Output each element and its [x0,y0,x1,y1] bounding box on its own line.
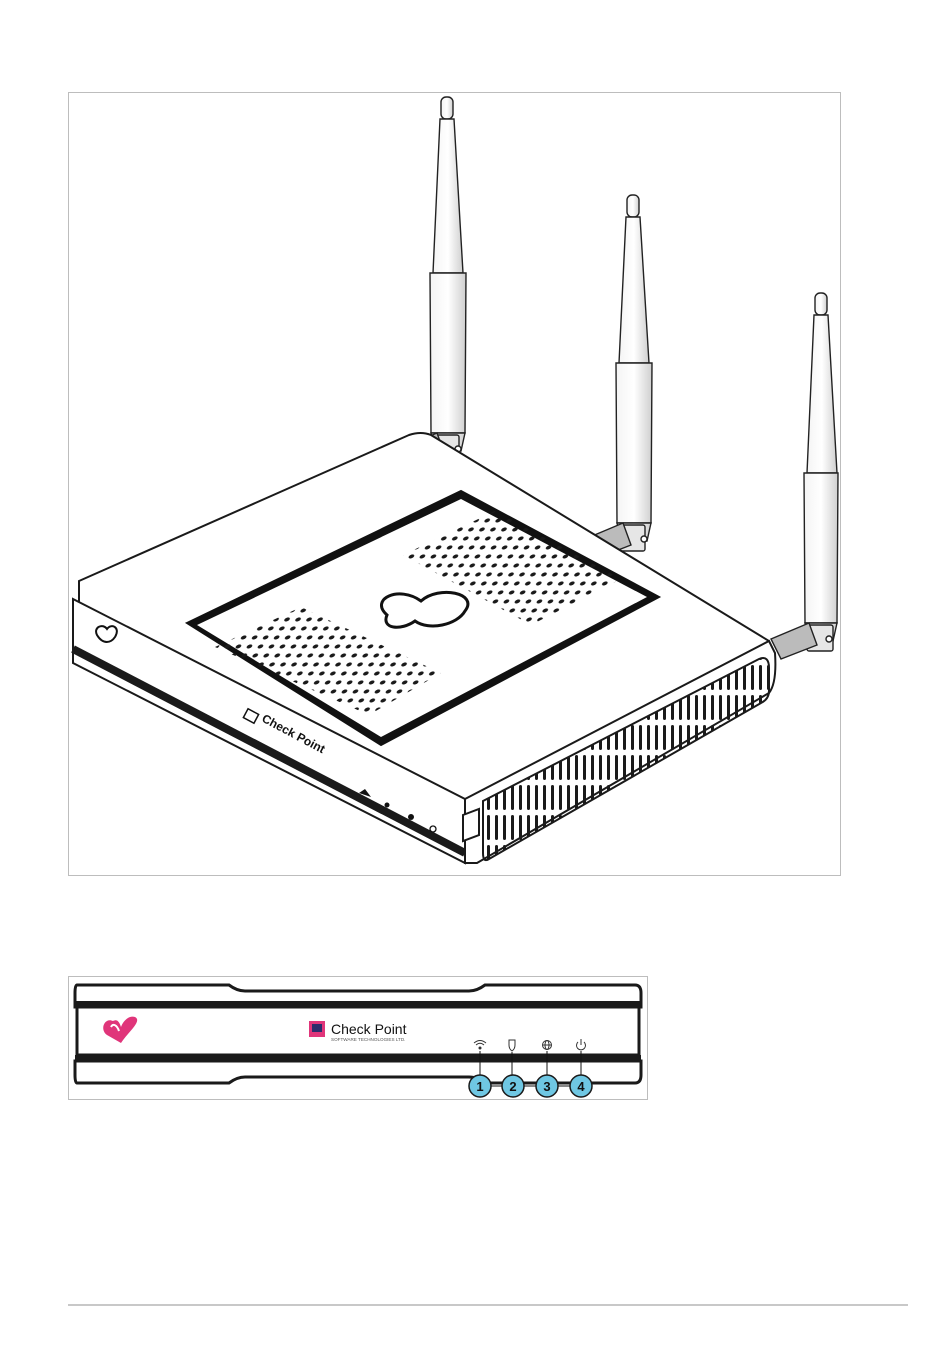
callout-number: 2 [509,1079,516,1094]
plate-logo-icon [381,592,467,627]
front-panel-drawing: Check Point SOFTWARE TECHNOLOGIES LTD. [69,977,647,1099]
front-panel-illustration: Check Point SOFTWARE TECHNOLOGIES LTD. [68,976,648,1100]
callout-2: 2 [502,1075,524,1097]
security-led-icon [385,803,390,808]
antenna-right [771,293,838,659]
callout-number: 4 [577,1079,585,1094]
brand-name: Check Point [331,1021,407,1037]
callout-number: 1 [476,1079,483,1094]
callout-3: 3 [536,1075,558,1097]
callout-1: 1 [469,1075,491,1097]
antenna-left [399,97,466,469]
appliance-illustration: Check Point [68,92,841,876]
appliance-drawing: Check Point [69,93,840,875]
antenna-middle [585,195,652,559]
brand-subtitle: SOFTWARE TECHNOLOGIES LTD. [331,1037,405,1042]
internet-led-icon [408,814,414,820]
callout-number: 3 [543,1079,550,1094]
footer-divider [68,1304,908,1306]
callout-4: 4 [570,1075,592,1097]
